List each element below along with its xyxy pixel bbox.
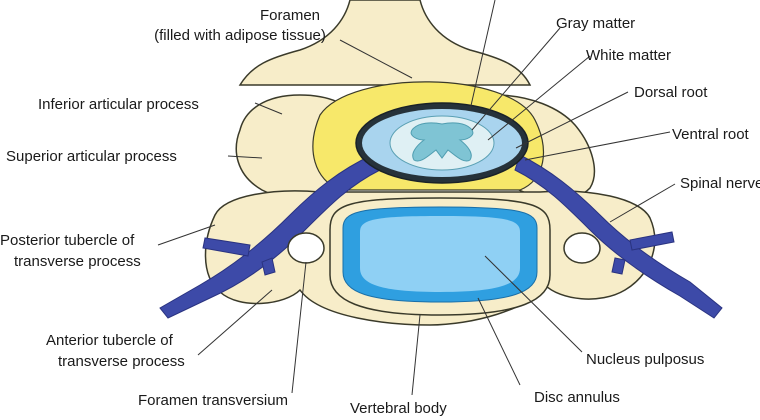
leader-nucleus-pulposus <box>484 255 583 353</box>
label-foramen-line1: Foramen <box>260 7 320 24</box>
spinal-cord-gray-matter <box>410 122 474 162</box>
label-vertebral-body: Vertebral body <box>350 400 447 417</box>
label-anterior-tubercle-line1: Anterior tubercle of <box>46 332 174 349</box>
label-posterior-tubercle-line1: Posterior tubercle of <box>0 232 135 249</box>
leader-dorsal-root <box>515 91 629 149</box>
leader-superior-articular <box>227 155 263 159</box>
leader-anterior-tubercle <box>197 289 273 356</box>
leader-gray-matter <box>471 27 561 131</box>
label-posterior-tubercle-line2: transverse process <box>14 253 141 270</box>
leader-inferior-articular <box>254 102 283 115</box>
leader-white-matter <box>487 55 591 141</box>
label-superior-articular-process: Superior articular process <box>6 148 177 165</box>
label-inferior-articular-process: Inferior articular process <box>38 96 199 113</box>
leader-top <box>469 0 496 111</box>
left-nerve-branch <box>202 237 276 276</box>
label-disc-annulus: Disc annulus <box>534 389 620 406</box>
leader-disc-annulus <box>477 297 521 386</box>
leader-spinal-nerve <box>609 183 676 223</box>
right-spinal-nerve <box>514 154 723 319</box>
label-gray-matter: Gray matter <box>556 15 635 32</box>
label-ventral-root: Ventral root <box>672 126 750 143</box>
left-spinal-nerve <box>159 154 381 319</box>
label-spinal-nerve: Spinal nerve <box>680 175 760 192</box>
leader-vertebral-body <box>411 314 421 396</box>
label-foramen-transversium: Foramen transversium <box>138 392 288 409</box>
label-dorsal-root: Dorsal root <box>634 84 708 101</box>
label-foramen-line2: (filled with adipose tissue) <box>154 27 326 44</box>
nucleus-pulposus <box>360 216 520 292</box>
leader-ventral-root <box>524 131 671 161</box>
leader-foramen <box>339 39 413 79</box>
label-nucleus-pulposus: Nucleus pulposus <box>586 351 704 368</box>
label-anterior-tubercle-line2: transverse process <box>58 353 185 370</box>
leader-posterior-tubercle <box>157 224 216 246</box>
left-foramen-transversium <box>287 232 325 264</box>
label-white-matter: White matter <box>586 47 671 64</box>
right-nerve-branch <box>611 231 675 275</box>
right-foramen-transversium <box>563 232 601 264</box>
leader-foramen-transversium <box>291 261 307 394</box>
